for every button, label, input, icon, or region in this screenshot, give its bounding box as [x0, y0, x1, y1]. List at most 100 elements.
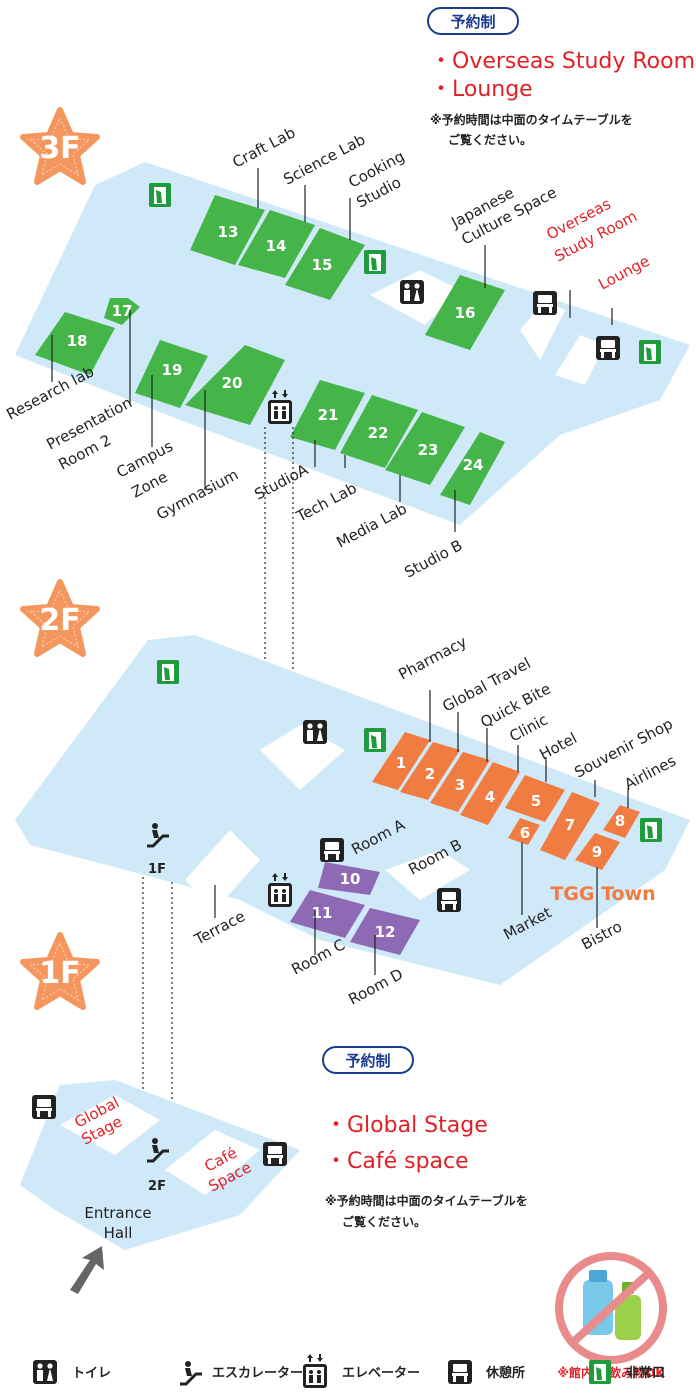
toilet-icon [400, 280, 424, 304]
label-studio-b: Studio B [401, 536, 465, 581]
svg-text:・Global Stage: ・Global Stage [325, 1113, 488, 1138]
svg-text:休憩所: 休憩所 [485, 1365, 525, 1381]
label-entrance: Entrance [84, 1204, 151, 1222]
room-1[interactable]: 1 [372, 732, 430, 790]
svg-text:18: 18 [67, 332, 88, 350]
label-room-c: Room C [288, 935, 348, 978]
reservation-badge [427, 7, 519, 35]
svg-text:4: 4 [485, 788, 495, 806]
rest-area-icon [596, 336, 620, 360]
svg-text:5: 5 [531, 792, 541, 810]
svg-text:11: 11 [312, 904, 333, 922]
emergency-exit-icon [639, 340, 661, 364]
svg-text:エレベーター: エレベーター [342, 1366, 420, 1381]
leader-lines-2f [214, 690, 629, 975]
room-23[interactable]: 23 [385, 412, 465, 485]
svg-text:※予約時間は中面のタイムテーブルを: ※予約時間は中面のタイムテーブルを [430, 112, 633, 127]
floor-1f-badge: 1F [23, 935, 97, 1007]
room-12[interactable]: 12 [350, 908, 420, 955]
room-10[interactable]: 10 [318, 862, 380, 895]
drinks-ok-badge: ※館内 お飲み物OK [555, 1252, 667, 1380]
svg-text:10: 10 [340, 870, 361, 888]
room-19[interactable]: 19 [135, 340, 208, 408]
escalator-icon [178, 1359, 204, 1386]
reservation-badge [322, 1046, 414, 1074]
emergency-exit-icon [589, 1360, 611, 1384]
reservation-info-bottom: 予約制 ・Global Stage ・Café space ※予約時間は中面のタ… [322, 1046, 528, 1229]
room-20[interactable]: 20 [185, 345, 285, 425]
toilet-icon [303, 720, 327, 744]
label-pharmacy: Pharmacy [395, 633, 469, 684]
room-4[interactable]: 4 [460, 762, 520, 825]
label-research-lab: Research lab [3, 362, 97, 423]
svg-text:17: 17 [112, 302, 133, 320]
floor-1f-label: 1F [39, 956, 80, 991]
label-studio-a: StudioA [251, 460, 311, 503]
label-airlines: Airlines [621, 752, 679, 794]
room-6[interactable]: 6 [508, 818, 540, 845]
room-22[interactable]: 22 [340, 395, 418, 468]
svg-text:8: 8 [615, 812, 625, 830]
svg-text:12: 12 [375, 923, 396, 941]
room-16[interactable]: 16 [425, 275, 505, 350]
svg-text:・Overseas Study Room: ・Overseas Study Room [430, 49, 695, 74]
svg-text:24: 24 [463, 456, 484, 474]
elevator-icon [303, 1354, 327, 1388]
svg-text:14: 14 [266, 237, 287, 255]
rest-area-icon [263, 1142, 287, 1166]
label-lounge: Lounge [595, 252, 652, 294]
room-3[interactable]: 3 [430, 752, 490, 812]
label-media-lab: Media Lab [333, 500, 409, 552]
svg-text:19: 19 [162, 361, 183, 379]
label-hotel: Hotel [536, 729, 580, 764]
room-15[interactable]: 15 [285, 228, 365, 300]
label-craft-lab: Craft Lab [229, 123, 298, 171]
entrance-arrow-icon [70, 1246, 104, 1294]
room-21[interactable]: 21 [290, 380, 365, 450]
emergency-exit-icon [364, 728, 386, 752]
room-2[interactable]: 2 [400, 742, 460, 800]
svg-text:16: 16 [455, 304, 476, 322]
room-8[interactable]: 8 [603, 805, 640, 838]
rest-area-icon [32, 1095, 56, 1119]
room-11[interactable]: 11 [290, 890, 365, 938]
label-terrace: Terrace [191, 907, 249, 949]
svg-text:7: 7 [565, 816, 575, 834]
svg-text:予約制: 予約制 [345, 1052, 390, 1070]
room-7[interactable]: 7 [540, 792, 600, 860]
svg-text:予約制: 予約制 [450, 13, 495, 31]
floor-2f-label: 2F [39, 603, 80, 638]
floor-3f-label: 3F [39, 131, 80, 166]
svg-text:3: 3 [455, 776, 465, 794]
room-24[interactable]: 24 [440, 432, 505, 505]
svg-text:13: 13 [218, 223, 239, 241]
svg-text:エスカレーター: エスカレーター [212, 1366, 303, 1381]
svg-text:トイレ: トイレ [72, 1366, 111, 1381]
escalator-icon: 2F [145, 1136, 171, 1194]
leader-lines-3f [51, 168, 613, 532]
reservation-info-top: 予約制 ・Overseas Study Room ・Lounge ※予約時間は中… [427, 7, 695, 147]
rest-area-icon [533, 291, 557, 315]
svg-text:1F: 1F [148, 862, 166, 877]
escalator-icon: 1F [145, 821, 171, 877]
room-17[interactable]: 17 [104, 298, 140, 325]
label-hall: Hall [104, 1224, 133, 1242]
toilet-icon [33, 1360, 57, 1384]
svg-text:非常口: 非常口 [626, 1365, 665, 1381]
floor-2f-badge: 2F [23, 582, 97, 654]
svg-text:23: 23 [418, 441, 439, 459]
emergency-exit-icon [149, 183, 171, 207]
legend: トイレ エスカレーター エレベーター 休憩所 非常口 [33, 1354, 665, 1388]
room-18[interactable]: 18 [35, 312, 115, 375]
rest-area-icon [448, 1360, 472, 1384]
svg-text:ご覧ください。: ご覧ください。 [342, 1214, 426, 1229]
room-13[interactable]: 13 [190, 195, 265, 265]
svg-text:※予約時間は中面のタイムテーブルを: ※予約時間は中面のタイムテーブルを [325, 1193, 528, 1208]
emergency-exit-icon [364, 250, 386, 274]
svg-text:15: 15 [312, 256, 333, 274]
room-5[interactable]: 5 [505, 775, 565, 822]
room-9[interactable]: 9 [575, 833, 620, 870]
room-14[interactable]: 14 [238, 210, 315, 278]
svg-text:9: 9 [592, 843, 602, 861]
floor-2f: 2F 1 2 3 4 5 6 7 [15, 582, 690, 1009]
